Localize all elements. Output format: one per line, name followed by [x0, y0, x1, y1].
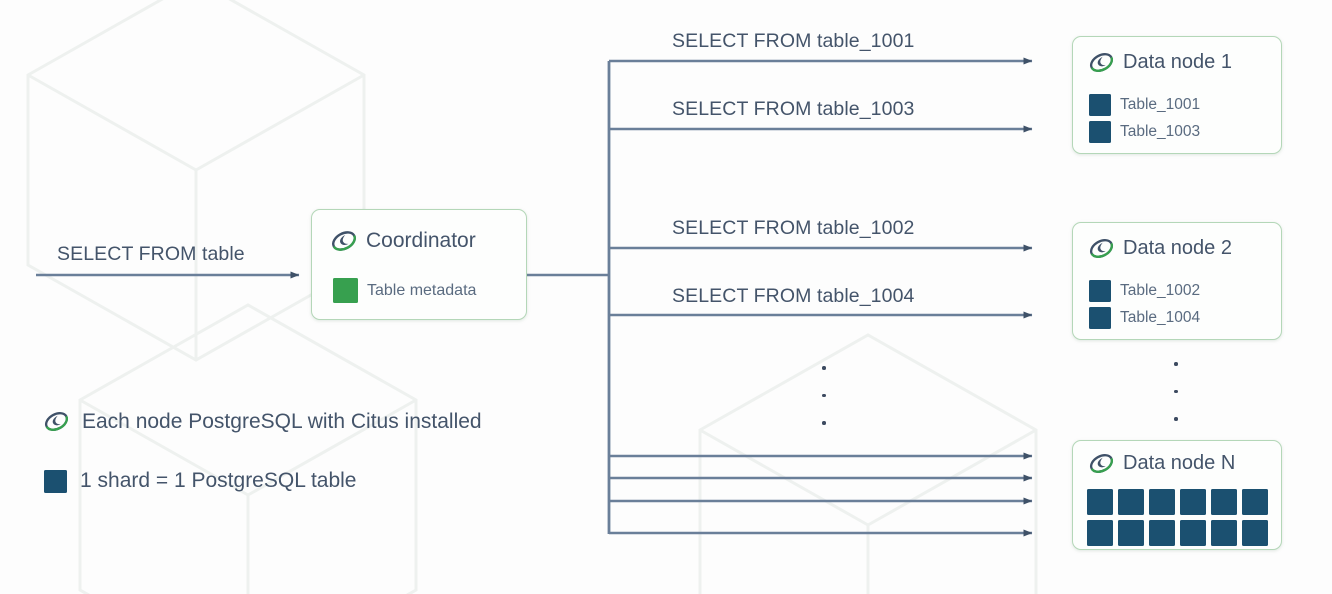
data-node-1-title-text: Data node 1 [1123, 51, 1232, 73]
coordinator-title-text: Coordinator [366, 229, 476, 252]
navy-square-icon [1211, 520, 1237, 546]
incoming-query-label: SELECT FROM table [57, 243, 245, 265]
data-node-n-shard-grid [1087, 489, 1268, 546]
navy-square-icon [1242, 520, 1268, 546]
data-node-1-shard-row-2: Table_1003 [1089, 121, 1200, 143]
navy-square-icon [1089, 121, 1111, 143]
legend-label-shard: 1 shard = 1 PostgreSQL table [80, 469, 357, 492]
navy-square-icon [1118, 520, 1144, 546]
coordinator-title-row: Coordinator [331, 228, 476, 254]
coordinator-node[interactable]: Coordinator Table metadata [311, 209, 527, 320]
data-node-1-shard-label-1: Table_1001 [1120, 96, 1201, 114]
citus-logo-icon [331, 228, 357, 254]
data-node-2-shard-label-2: Table_1004 [1120, 309, 1201, 327]
data-node-1-shard-label-2: Table_1003 [1120, 123, 1201, 141]
middle-vertical-ellipsis [822, 366, 826, 425]
data-node-n-title-row: Data node N [1089, 451, 1235, 476]
data-node-2-title-text: Data node 2 [1123, 237, 1232, 259]
data-node-2[interactable]: Data node 2 Table_1002 Table_1004 [1072, 222, 1282, 340]
data-node-1-shard-row-1: Table_1001 [1089, 94, 1200, 116]
data-node-column-ellipsis [1174, 362, 1178, 421]
data-node-1-title-row: Data node 1 [1089, 50, 1232, 75]
routed-query-label-1: SELECT FROM table_1001 [672, 30, 915, 52]
data-node-1[interactable]: Data node 1 Table_1001 Table_1003 [1072, 36, 1282, 154]
navy-square-icon [1242, 489, 1268, 515]
data-node-n[interactable]: Data node N [1072, 440, 1282, 550]
routed-query-label-2: SELECT FROM table_1003 [672, 98, 915, 120]
green-square-icon [333, 278, 358, 303]
navy-square-icon [1089, 280, 1111, 302]
data-node-2-shard-label-1: Table_1002 [1120, 282, 1201, 300]
citus-logo-icon [1089, 236, 1114, 261]
navy-square-icon [1149, 489, 1175, 515]
coordinator-metadata-label: Table metadata [367, 281, 477, 299]
routed-query-label-4: SELECT FROM table_1004 [672, 285, 915, 307]
navy-square-icon [1089, 94, 1111, 116]
citus-logo-icon [1089, 50, 1114, 75]
coordinator-metadata-row: Table metadata [333, 278, 476, 303]
navy-square-icon [1149, 520, 1175, 546]
navy-square-icon [1087, 520, 1113, 546]
citus-logo-icon [44, 409, 69, 434]
navy-square-icon [1180, 489, 1206, 515]
data-node-2-shard-row-1: Table_1002 [1089, 280, 1200, 302]
navy-square-icon [1087, 489, 1113, 515]
data-node-2-title-row: Data node 2 [1089, 236, 1232, 261]
navy-square-icon [1118, 489, 1144, 515]
legend-item-citus: Each node PostgreSQL with Citus installe… [44, 409, 482, 434]
data-node-n-title-text: Data node N [1123, 452, 1236, 474]
legend-label-citus: Each node PostgreSQL with Citus installe… [82, 409, 482, 433]
navy-square-icon [1180, 520, 1206, 546]
navy-square-icon [1089, 307, 1111, 329]
citus-logo-icon [1089, 451, 1114, 476]
routed-query-label-3: SELECT FROM table_1002 [672, 217, 915, 239]
data-node-2-shard-row-2: Table_1004 [1089, 307, 1200, 329]
legend-item-shard: 1 shard = 1 PostgreSQL table [44, 469, 356, 493]
navy-square-icon [1211, 489, 1237, 515]
navy-square-icon [44, 469, 67, 493]
